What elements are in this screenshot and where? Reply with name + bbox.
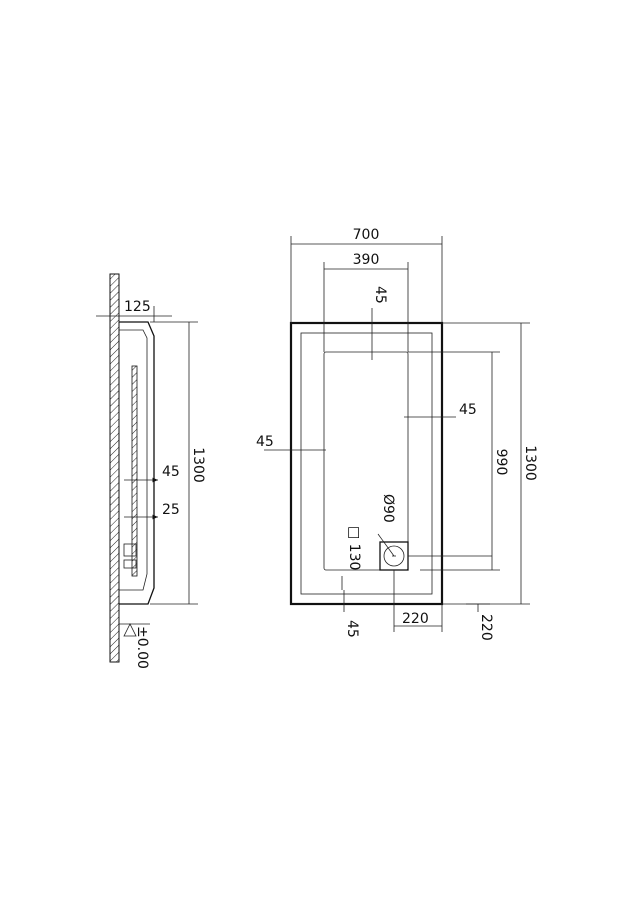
plan-dim-700: 700 bbox=[353, 227, 380, 243]
tray-profile bbox=[119, 321, 155, 605]
wall-section bbox=[109, 273, 120, 663]
level-marker-icon bbox=[123, 623, 137, 637]
plan-dim-220-y: 220 bbox=[478, 614, 494, 641]
plan-dim-220-x: 220 bbox=[402, 611, 429, 627]
plan-dim-drain-square: □ 130 bbox=[346, 526, 362, 570]
side-view: 125 1300 45 25 ±0.00 bbox=[96, 273, 206, 669]
plan-dim-drain-diameter: Ø90 bbox=[380, 494, 396, 523]
plan-dim-390: 390 bbox=[353, 252, 380, 268]
tray-outline bbox=[289, 321, 444, 606]
plan-dim-45-top: 45 bbox=[372, 286, 388, 304]
plan-dim-45-left: 45 bbox=[256, 434, 274, 450]
tray-recess bbox=[323, 351, 409, 571]
side-dim-125: 125 bbox=[124, 299, 151, 315]
drain-circle-icon bbox=[383, 545, 405, 567]
drain-outlet bbox=[123, 543, 137, 557]
level-label: ±0.00 bbox=[134, 626, 150, 669]
plan-dim-990: 990 bbox=[493, 449, 509, 476]
side-dim-25: 25 bbox=[162, 502, 180, 518]
support-frame bbox=[131, 365, 138, 577]
plan-dim-1300: 1300 bbox=[522, 445, 538, 481]
plan-view: 700 390 45 45 45 990 1300 Ø90 □ 130 45 bbox=[256, 227, 538, 641]
side-dim-1300: 1300 bbox=[190, 447, 206, 483]
side-dim-45: 45 bbox=[162, 464, 180, 480]
plan-dim-45-right: 45 bbox=[459, 402, 477, 418]
tray-rim bbox=[300, 332, 433, 595]
plan-dim-45-bottom: 45 bbox=[344, 620, 360, 638]
